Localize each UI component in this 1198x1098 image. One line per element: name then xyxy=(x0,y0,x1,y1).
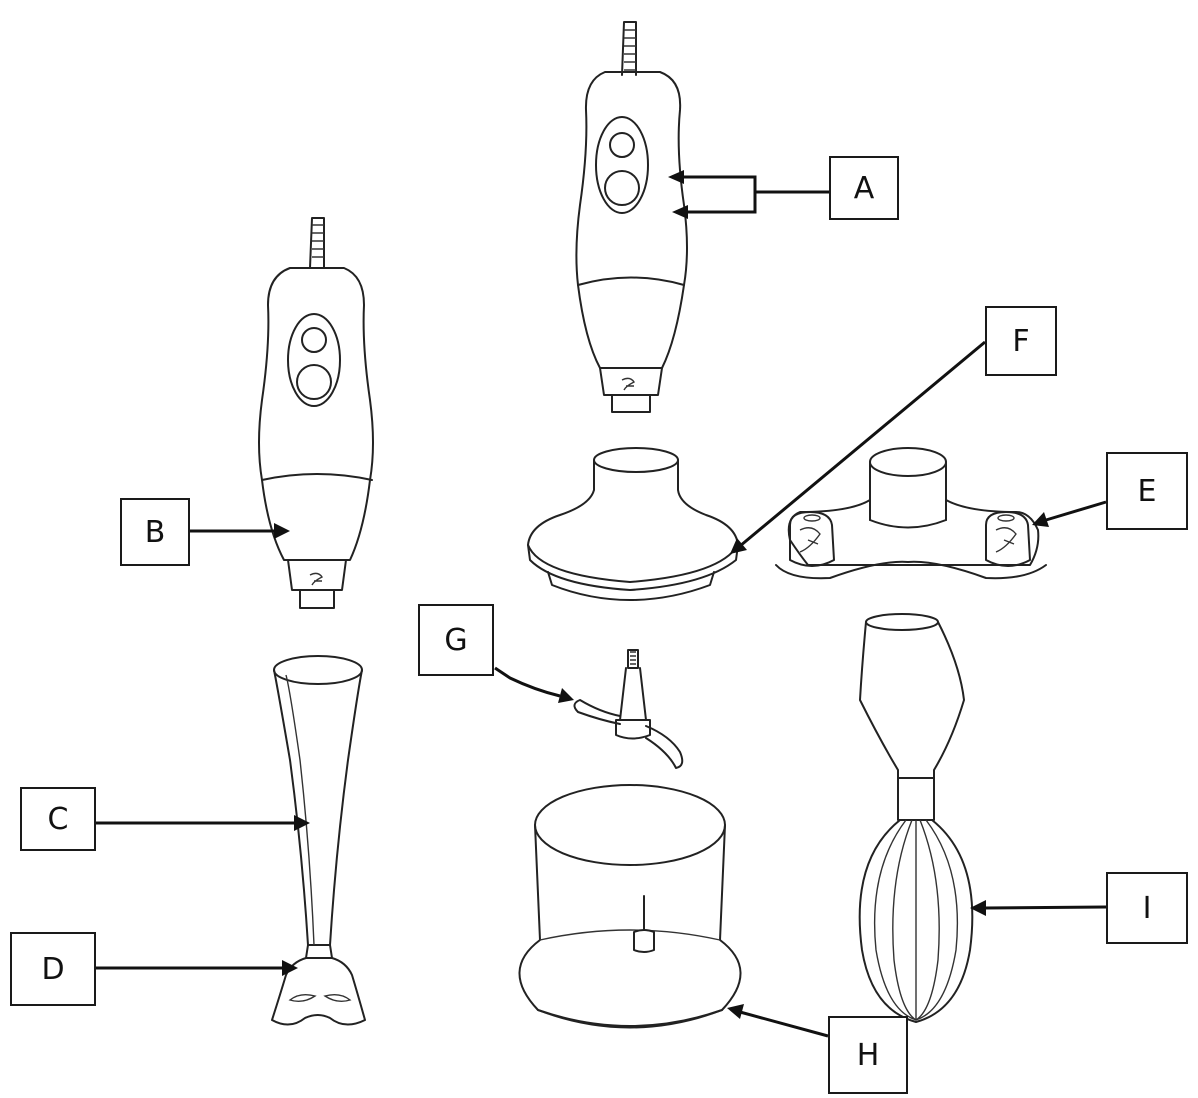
label-a: A xyxy=(829,156,899,220)
chopper-lid xyxy=(527,447,739,601)
label-f: F xyxy=(985,306,1057,376)
whisk xyxy=(858,613,974,1023)
motor-unit-top xyxy=(575,21,688,413)
chopper-bowl xyxy=(518,784,742,1029)
motor-unit-left xyxy=(258,217,374,609)
chopper-blade xyxy=(573,649,684,769)
label-e: E xyxy=(1106,452,1188,530)
label-g: G xyxy=(418,604,494,676)
blender-shaft xyxy=(271,655,366,1026)
label-b: B xyxy=(120,498,190,566)
arrows xyxy=(96,170,1107,1038)
label-c: C xyxy=(20,787,96,851)
label-i: I xyxy=(1106,872,1188,944)
label-h: H xyxy=(828,1016,908,1094)
label-d: D xyxy=(10,932,96,1006)
whisk-stand xyxy=(775,447,1047,580)
